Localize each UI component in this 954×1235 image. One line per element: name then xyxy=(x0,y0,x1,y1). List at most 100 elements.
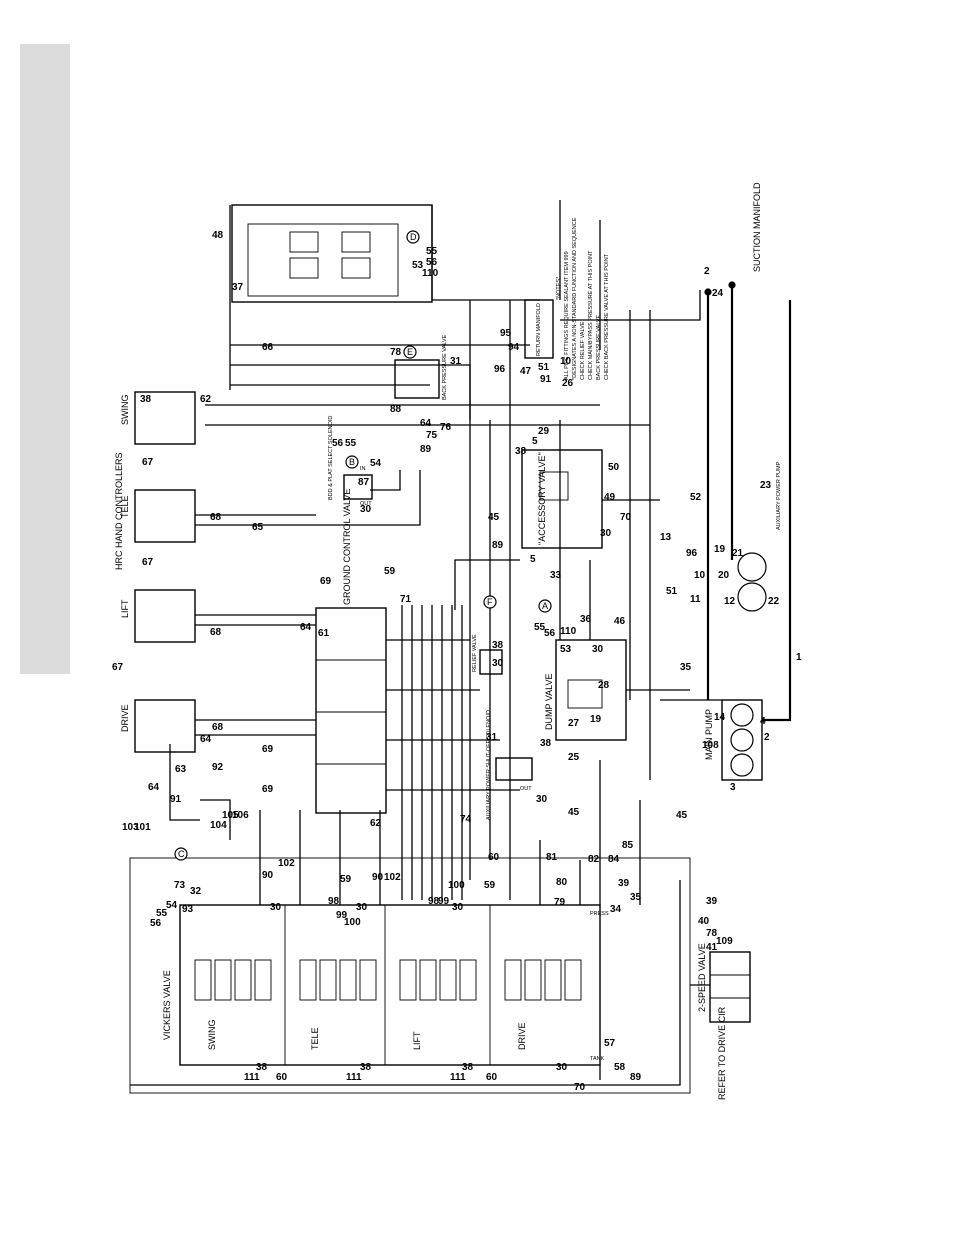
side-margin-strip xyxy=(20,44,70,674)
tele-controller xyxy=(134,489,196,543)
callout: 54 xyxy=(370,458,382,469)
callout: 62 xyxy=(370,818,382,829)
callout: 35 xyxy=(630,892,642,903)
callout: 103 xyxy=(122,822,139,833)
callout: 55 xyxy=(156,908,168,919)
callout: 47 xyxy=(520,366,532,377)
callout: 109 xyxy=(716,936,733,947)
callout: 52 xyxy=(690,492,702,503)
callout: 30 xyxy=(360,504,372,515)
callout: 64 xyxy=(420,418,432,429)
callout: 69 xyxy=(320,576,332,587)
callout: 96 xyxy=(494,364,506,375)
callout: 38 xyxy=(492,640,504,651)
callout: 56 xyxy=(426,257,438,268)
spool-cell xyxy=(504,959,522,1001)
marker-f: F xyxy=(487,597,493,607)
callout: 25 xyxy=(568,752,580,763)
callout: 1 xyxy=(796,652,802,663)
callout: 111 xyxy=(346,1072,362,1083)
vickers-drive-label: DRIVE xyxy=(517,1022,527,1050)
relief-valve-block xyxy=(479,649,503,675)
callout: 21 xyxy=(732,548,744,559)
notes-title: *NOTES* xyxy=(556,276,562,300)
callout: 54 xyxy=(166,900,178,911)
callout: 35 xyxy=(680,662,692,673)
relief-valve-label: RELIEF VALVE xyxy=(472,634,478,672)
callout: 26 xyxy=(562,378,574,389)
aux-pump-label: AUXILIARY POWER PUMP xyxy=(776,461,782,530)
spool-cell xyxy=(214,959,232,1001)
callout: 3 xyxy=(730,782,736,793)
callout: 49 xyxy=(604,492,616,503)
spool-cell xyxy=(359,959,377,1001)
callout: 28 xyxy=(598,680,610,691)
spool-cell xyxy=(564,959,582,1001)
marker-c: C xyxy=(178,849,185,859)
aux-power-solenoid-block xyxy=(495,757,533,781)
two-speed-valve-label: 2-SPEED VALVE xyxy=(697,943,707,1012)
in-label: IN xyxy=(360,466,366,472)
back-pressure-valve-label: BACK PRESSURE VALVE xyxy=(442,334,448,400)
callout: 59 xyxy=(484,880,496,891)
callout: 74 xyxy=(460,814,472,825)
callout: 40 xyxy=(698,916,710,927)
callout: 60 xyxy=(488,852,500,863)
tank-label: TANK xyxy=(590,1056,605,1062)
callout: 19 xyxy=(714,544,726,555)
callout: 53 xyxy=(412,260,424,271)
bdd-plat-solenoid-block xyxy=(343,474,373,500)
callout: 39 xyxy=(706,896,718,907)
callout: 39 xyxy=(618,878,630,889)
callout: 57 xyxy=(604,1038,616,1049)
marker-d: D xyxy=(410,232,417,242)
spool-cell xyxy=(234,959,252,1001)
vickers-swing-label: SWING xyxy=(207,1020,217,1051)
callout: 102 xyxy=(278,858,295,869)
callout: 80 xyxy=(556,877,568,888)
callout: 46 xyxy=(614,616,626,627)
callout: 69 xyxy=(262,744,274,755)
callout: 30 xyxy=(536,794,548,805)
callout: 81 xyxy=(546,852,558,863)
callout: 5 xyxy=(530,554,536,565)
callout: 5 xyxy=(532,436,538,447)
callout: 96 xyxy=(686,548,698,559)
callout: 12 xyxy=(724,596,736,607)
callout: 85 xyxy=(622,840,634,851)
callout: 58 xyxy=(614,1062,626,1073)
callout: 111 xyxy=(244,1072,260,1083)
vickers-valve-label: VICKERS VALVE xyxy=(162,970,172,1040)
callout: 38 xyxy=(140,394,152,405)
callout: 38 xyxy=(540,738,552,749)
spool-cell xyxy=(524,959,542,1001)
callout: 2 xyxy=(764,732,770,743)
callout: 23 xyxy=(760,480,772,491)
spool-cell xyxy=(194,959,212,1001)
callout: 56 xyxy=(150,918,162,929)
callout: 67 xyxy=(112,662,124,673)
callout: 30 xyxy=(592,644,604,655)
marker-b: B xyxy=(349,457,355,467)
callout: 30 xyxy=(556,1062,568,1073)
valve-spool-ticks xyxy=(194,959,582,1001)
callout: 2 xyxy=(704,266,710,277)
callout: 31 xyxy=(486,732,498,743)
callout: 76 xyxy=(440,422,452,433)
callout: 105 xyxy=(222,810,239,821)
callout: 32 xyxy=(190,886,202,897)
callout: 27 xyxy=(568,718,580,729)
spool-cell xyxy=(399,959,417,1001)
callout: 92 xyxy=(212,762,224,773)
main-pump-label: MAIN PUMP xyxy=(704,709,714,760)
callout: 51 xyxy=(538,362,550,373)
callout: 75 xyxy=(426,430,438,441)
drive-controller xyxy=(134,699,196,753)
callout: 99 xyxy=(438,896,450,907)
callout: 24 xyxy=(712,288,724,299)
callout: 37 xyxy=(232,282,244,293)
callout: 100 xyxy=(344,917,361,928)
out-label-2: OUT xyxy=(520,786,532,792)
spool-cell xyxy=(319,959,337,1001)
